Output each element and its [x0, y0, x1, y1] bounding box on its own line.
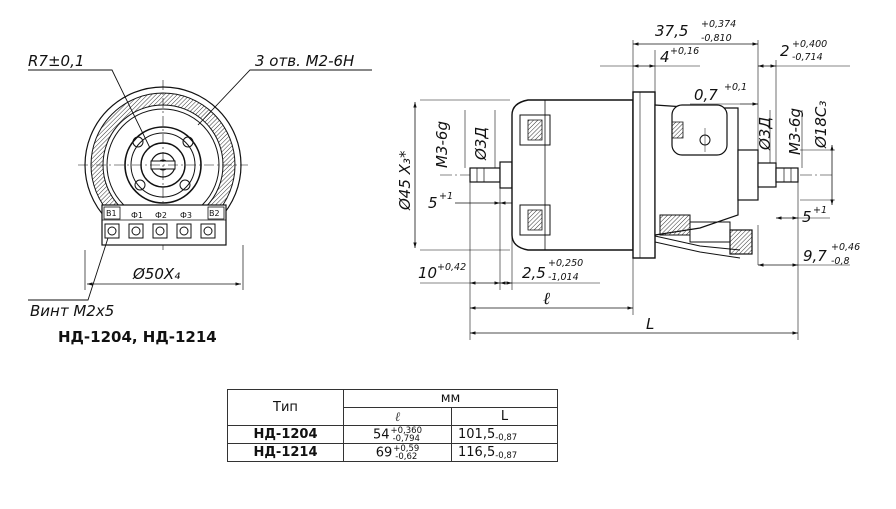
shaft-right: Ø3Д — [756, 117, 774, 151]
body-diameter: Ø45 X₃* — [396, 150, 414, 211]
header-L: L — [451, 407, 558, 426]
row-l-value: 69+0,59-0,62 — [343, 443, 452, 462]
dim-2-5-upper: +0,250 — [548, 258, 583, 269]
dim-2-5: 2,5 — [522, 264, 546, 282]
l-upper: +0,360 — [390, 425, 422, 436]
header-l: ℓ — [343, 407, 452, 426]
dim-10: 10 — [418, 264, 437, 282]
terminal-f3: Ф3 — [180, 211, 192, 220]
l-lower: -0,62 — [395, 451, 418, 462]
row-L-value: 116,5-0,87 — [451, 443, 558, 462]
dim-9-7-lower: -0,8 — [831, 256, 850, 267]
dim-5-left: 5 — [428, 194, 438, 212]
radius-label: R7±0,1 — [28, 52, 84, 70]
row-l-value: 54+0,360-0,794 — [343, 425, 452, 444]
L-tol: -0,87 — [495, 432, 518, 443]
dim-10-tol: +0,42 — [437, 262, 466, 273]
thread-left: М3-6g — [433, 121, 451, 168]
holes-label: 3 отв. М2-6Н — [255, 52, 354, 70]
thread-right: М3-6g — [786, 108, 804, 155]
shaft-left: Ø3Д — [472, 127, 490, 161]
dim-0-7: 0,7 — [694, 86, 718, 104]
dim-L: L — [646, 315, 654, 333]
dim-37-5: 37,5 — [655, 22, 688, 40]
dim-5-right-tol: +1 — [813, 205, 827, 216]
terminal-f1: Ф1 — [131, 211, 143, 220]
row-L-value: 101,5-0,87 — [451, 425, 558, 444]
row-type: НД-1214 — [227, 443, 344, 462]
spec-table: Тип мм ℓ L НД-1204 54+0,360-0,794 101,5-… — [227, 389, 558, 462]
header-units: мм — [343, 389, 558, 408]
boss-diameter: Ø18С₃ — [812, 101, 830, 149]
header-type: Тип — [227, 389, 344, 426]
front-view-labels: R7±0,1 3 отв. М2-6Н Ø50X₄ Винт М2х5 В1 Ф… — [28, 52, 354, 320]
dim-4-tol: +0,16 — [670, 46, 699, 57]
side-view-labels: 37,5 +0,374 -0,810 4 +0,16 2 +0,400 -0,7… — [396, 19, 860, 333]
terminal-b1: В1 — [106, 209, 117, 218]
dim-9-7: 9,7 — [803, 247, 827, 265]
table-row: НД-1204 54+0,360-0,794 101,5-0,87 — [227, 425, 558, 444]
l-upper: +0,59 — [393, 443, 420, 454]
dim-2: 2 — [780, 42, 790, 60]
side-view — [413, 40, 850, 340]
dim-9-7-upper: +0,46 — [831, 242, 860, 253]
dim-4: 4 — [660, 48, 670, 66]
dim-37-5-lower: -0,810 — [701, 33, 732, 44]
L-main: 116,5 — [458, 444, 496, 460]
l-main: 54 — [372, 427, 390, 442]
screw-label: Винт М2х5 — [30, 302, 114, 320]
diameter-50-label: Ø50X₄ — [132, 265, 180, 283]
dim-0-7-tol: +0,1 — [724, 82, 747, 93]
terminal-b2: В2 — [209, 209, 220, 218]
L-tol: -0,87 — [495, 450, 518, 461]
dim-2-lower: -0,714 — [792, 52, 823, 63]
dim-2-upper: +0,400 — [792, 39, 827, 50]
model-caption: НД-1204, НД-1214 — [58, 328, 217, 346]
terminal-f2: Ф2 — [155, 211, 167, 220]
dim-5-right: 5 — [802, 208, 812, 226]
front-view — [28, 69, 372, 301]
dim-37-5-upper: +0,374 — [701, 19, 736, 30]
dim-l: ℓ — [543, 289, 550, 309]
L-main: 101,5 — [458, 426, 496, 442]
l-main: 69 — [375, 445, 393, 460]
table-row: НД-1214 69+0,59-0,62 116,5-0,87 — [227, 443, 558, 462]
dim-5-left-tol: +1 — [439, 191, 453, 202]
row-type: НД-1204 — [227, 425, 344, 444]
dim-2-5-lower: -1,014 — [548, 272, 579, 283]
l-lower: -0,794 — [392, 433, 420, 444]
